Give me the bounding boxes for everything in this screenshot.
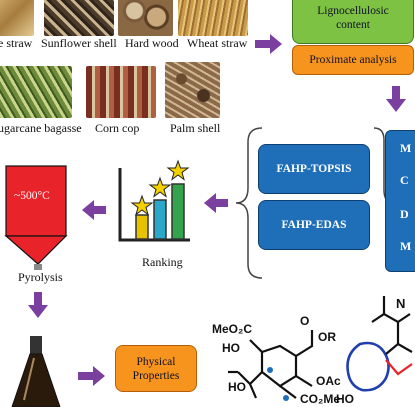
hydrogen-dot-icon <box>267 367 289 401</box>
rice-straw-label: e straw <box>0 36 33 50</box>
sunflower-shell-photo <box>44 0 114 36</box>
fahp-topsis-box: FAHP-TOPSIS <box>258 144 370 194</box>
ranking-chart-icon <box>118 159 190 242</box>
chem-label-oxygen: O <box>300 314 310 328</box>
sugarcane-bagasse-label: ugarcane bagasse <box>0 121 82 135</box>
pyrolysis-label: Pyrolysis <box>18 270 63 284</box>
physical-line1: Physical <box>136 355 176 368</box>
right-arrow-icon <box>255 34 282 54</box>
chemical-structure-icon <box>346 341 390 392</box>
wheat-straw-photo <box>178 0 248 36</box>
left-arrow-icon <box>204 193 228 213</box>
pyrolysis-reactor-icon <box>4 165 68 270</box>
criteria-letter: D <box>400 207 409 221</box>
sugarcane-bagasse-photo <box>0 66 72 118</box>
hardwood-label: Hard wood <box>125 36 179 50</box>
chem-label-nitrogen: N <box>396 296 406 311</box>
proximate-analysis-box: Proximate analysis <box>292 45 414 75</box>
lignocellulosic-line1: Lignocellulosic <box>317 5 389 17</box>
physical-properties-text: Physical Properties <box>133 355 180 383</box>
down-arrow-icon <box>28 292 48 318</box>
chemical-structure-icon <box>385 359 413 376</box>
palm-shell-label: Palm shell <box>170 121 221 135</box>
physical-line2: Properties <box>132 369 180 382</box>
left-arrow-icon <box>82 200 106 220</box>
chem-label-acetate: OAc <box>316 374 341 388</box>
bio-oil-flask-icon <box>11 336 61 407</box>
wheat-straw-label: Wheat straw <box>187 36 248 50</box>
sunflower-shell-label: Sunflower shell <box>41 36 117 50</box>
criteria-letter: C <box>400 173 409 187</box>
chem-label-hydroxyl: HO <box>222 341 240 355</box>
lignocellulosic-content-box: Lignocellulosic content <box>292 0 414 44</box>
chem-label-methyl-ester: CO₂Me <box>300 392 341 406</box>
lignocellulosic-content-text: Lignocellulosic content <box>317 4 389 32</box>
palm-shell-photo <box>165 62 220 118</box>
rice-straw-photo <box>0 0 34 36</box>
criteria-letter: M <box>400 239 412 253</box>
chemical-structure-icon <box>228 330 314 399</box>
chem-label-or: OR <box>318 330 336 344</box>
right-arrow-icon <box>78 366 105 386</box>
chemical-structure-icon <box>371 296 413 355</box>
physical-properties-box: Physical Properties <box>115 345 197 392</box>
corn-cob-label: Corn cop <box>95 121 140 135</box>
fahp-edas-box: FAHP-EDAS <box>258 200 370 250</box>
chem-label-hydroxyl: HO <box>228 380 246 394</box>
criteria-letter: M <box>400 141 412 155</box>
hardwood-photo <box>118 0 173 36</box>
temperature-label: ~500°C <box>14 190 50 202</box>
lignocellulosic-line2: content <box>336 19 370 31</box>
down-arrow-icon <box>386 86 406 112</box>
brace-icon <box>235 127 263 279</box>
corn-cob-photo <box>86 66 156 118</box>
chem-label-ester: MeO₂C <box>212 322 253 336</box>
ranking-label: Ranking <box>142 255 183 269</box>
chem-label-hydroxyl: HO <box>336 392 354 406</box>
criteria-panel: M C D M <box>385 130 415 272</box>
